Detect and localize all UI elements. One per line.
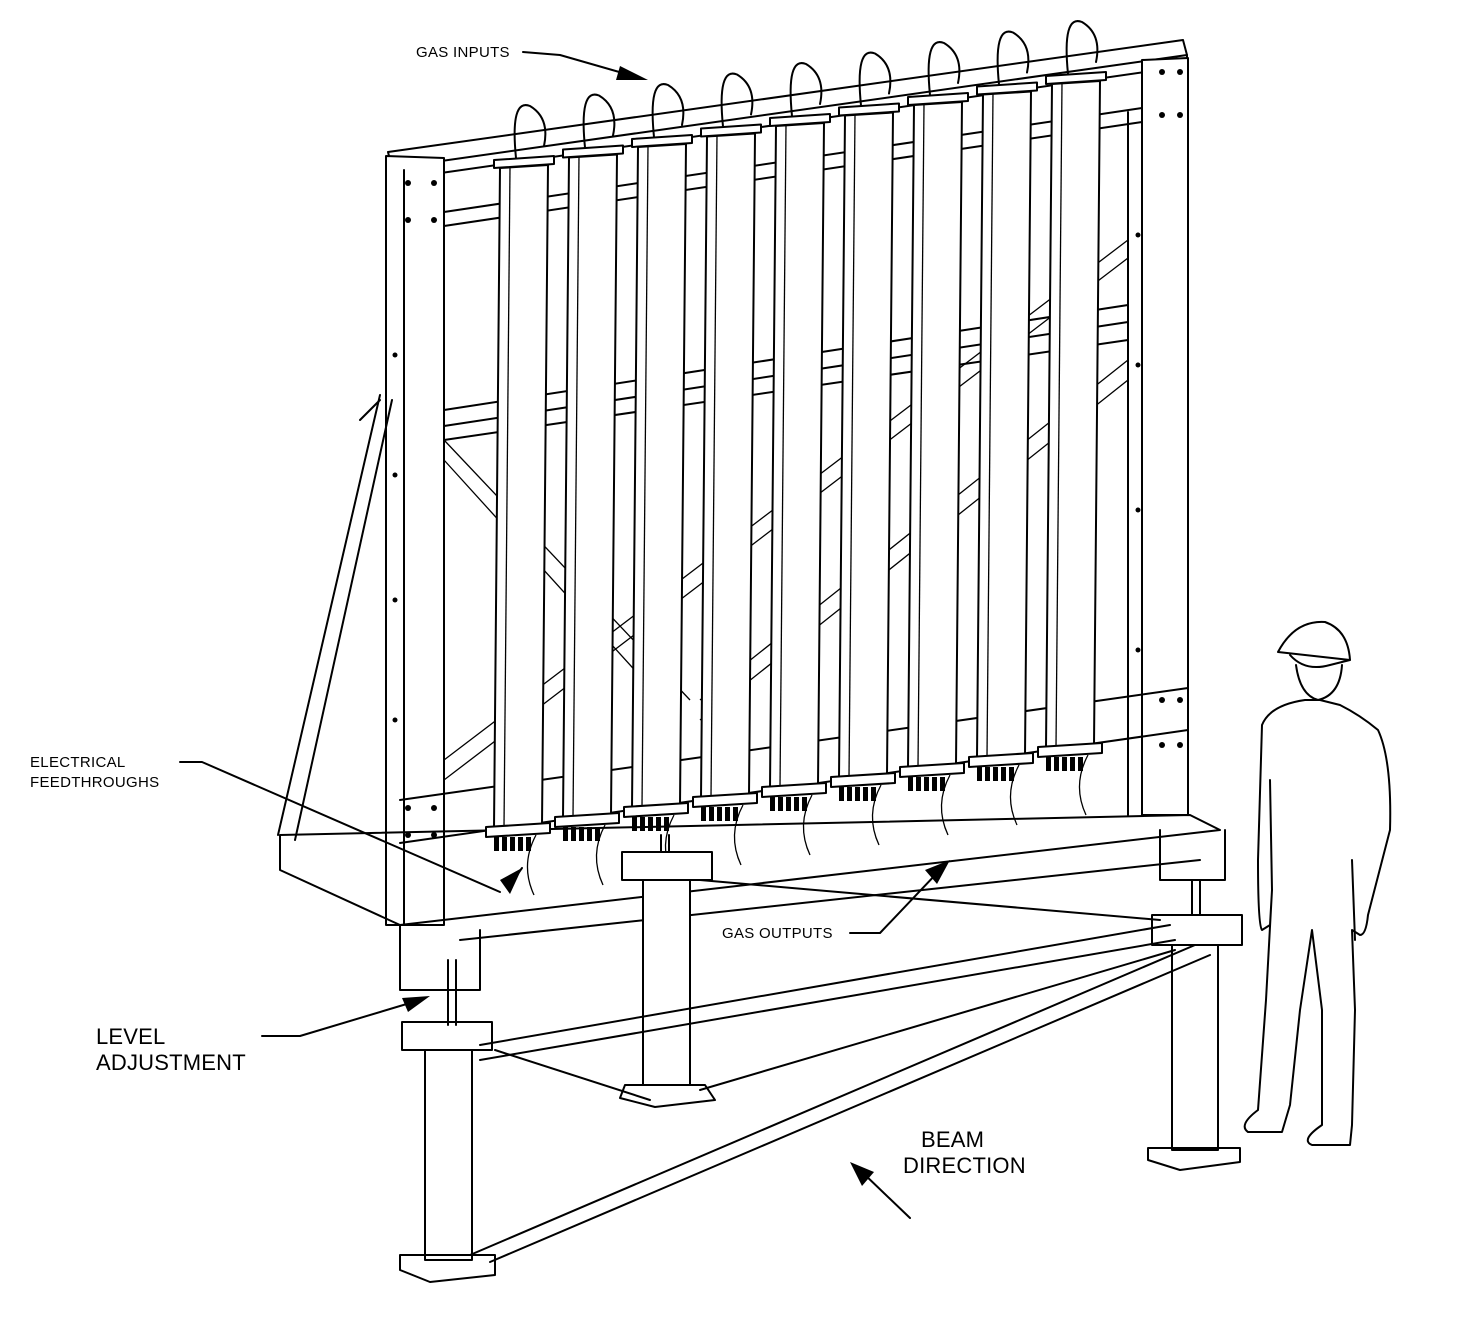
detector-module bbox=[554, 93, 624, 886]
level-adjustment-label-line2: ADJUSTMENT bbox=[96, 1050, 246, 1075]
person-figure bbox=[1243, 620, 1392, 1146]
support-stand bbox=[399, 834, 1243, 1283]
callout-leaders bbox=[179, 51, 950, 1219]
gas-outputs-label: GAS OUTPUTS bbox=[722, 925, 833, 942]
gas-inputs-label: GAS INPUTS bbox=[416, 44, 510, 61]
detector-module bbox=[968, 30, 1038, 826]
frame-bolt-holes bbox=[392, 69, 1183, 838]
detector-modules bbox=[485, 20, 1107, 896]
level-adjustment-label-line1: LEVEL bbox=[96, 1024, 166, 1049]
detector-module bbox=[485, 104, 555, 896]
beam-direction-label-line1: BEAM bbox=[921, 1127, 985, 1152]
detector-module bbox=[623, 83, 693, 876]
detector-module bbox=[899, 41, 969, 836]
detector-module bbox=[830, 51, 900, 846]
beam-direction-label-line2: DIRECTION bbox=[903, 1153, 1026, 1178]
detector-module bbox=[1037, 20, 1107, 816]
detector-module bbox=[761, 62, 831, 856]
electrical-feedthroughs-label-line1: ELECTRICAL bbox=[30, 754, 126, 771]
detector-module bbox=[692, 72, 762, 866]
electrical-feedthroughs-label-line2: FEEDTHROUGHS bbox=[30, 774, 160, 791]
